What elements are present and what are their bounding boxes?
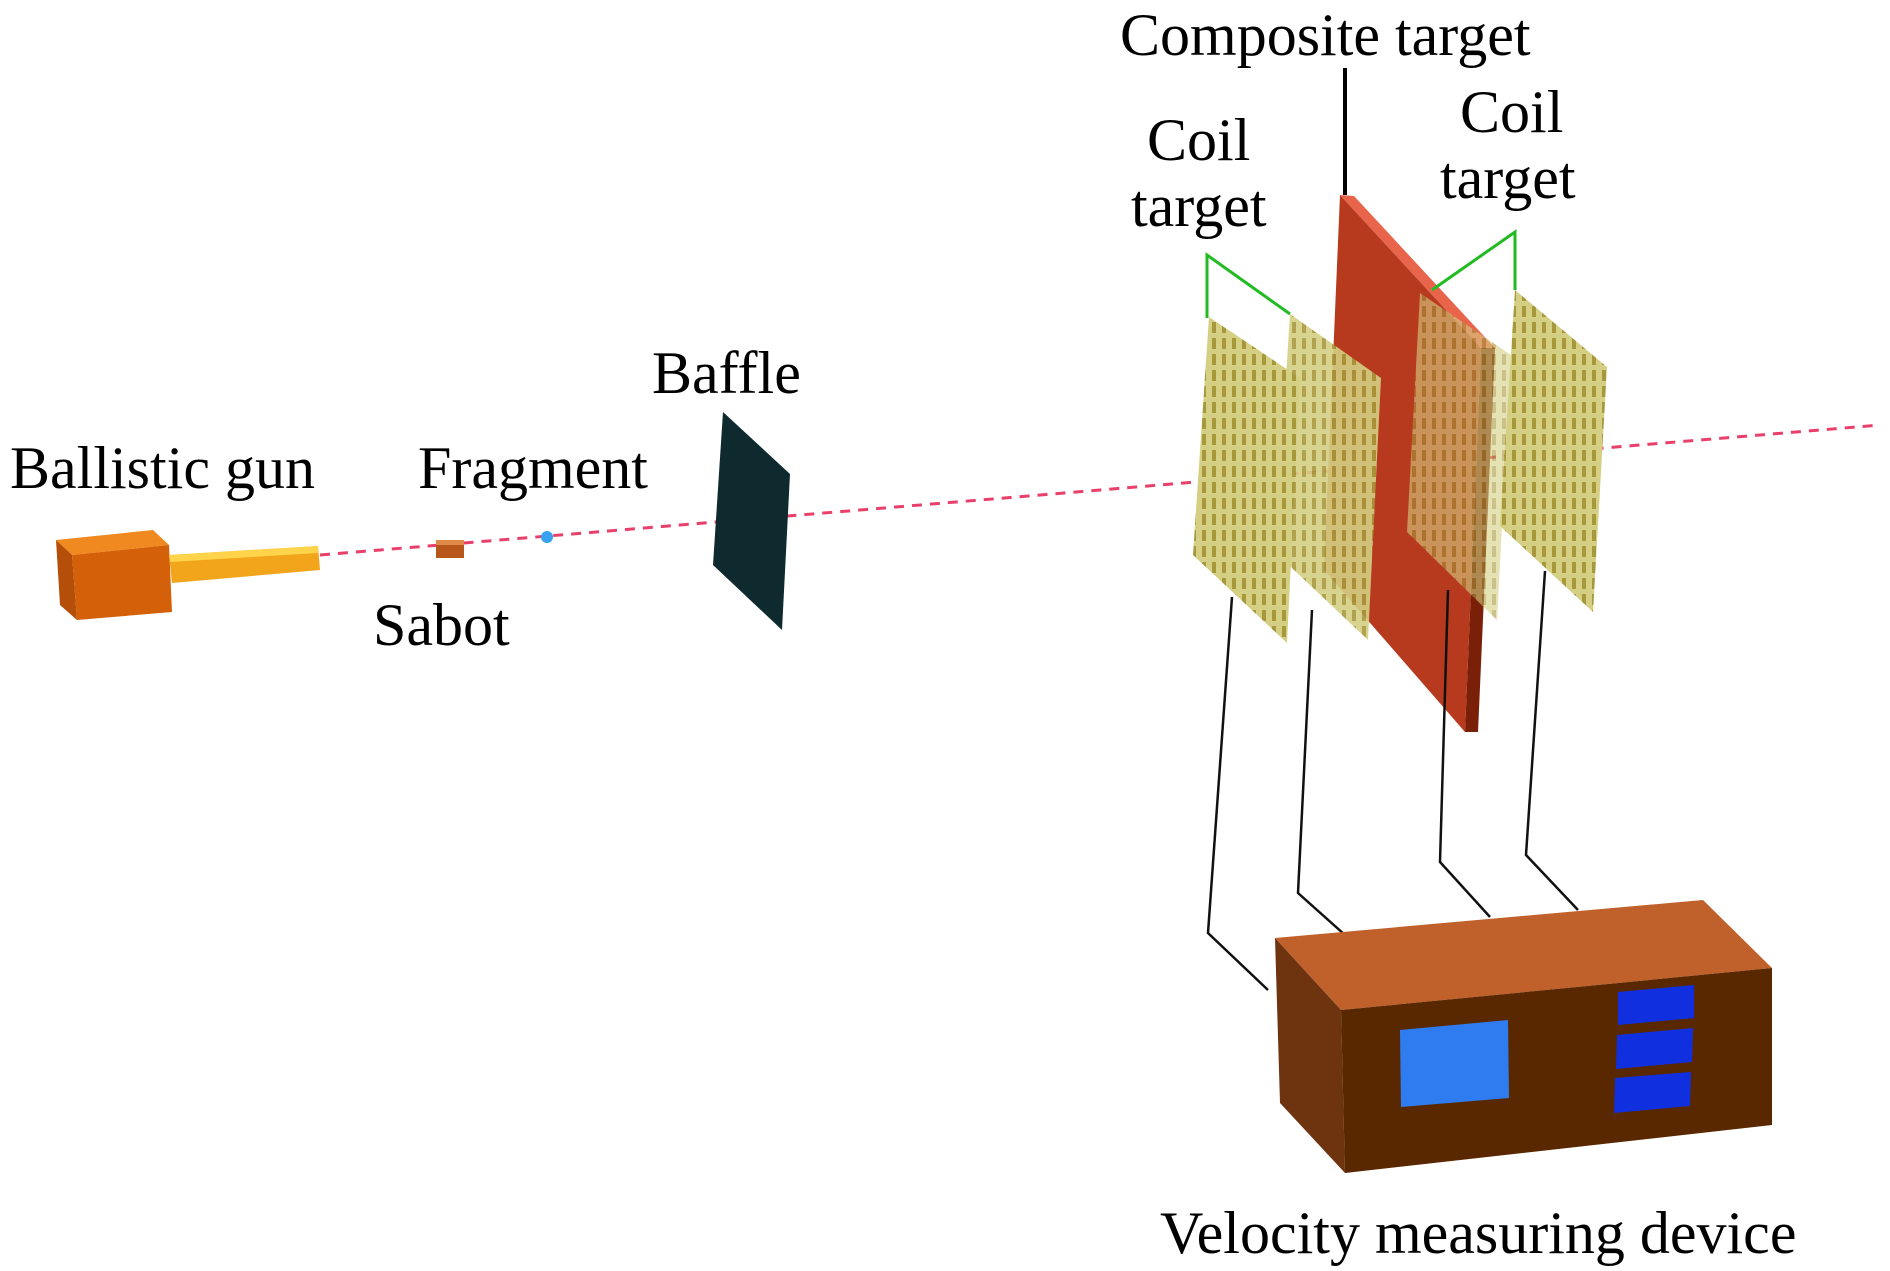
- gun-body-top: [56, 530, 169, 555]
- device-screen: [1400, 1020, 1509, 1107]
- label-velocity-measuring-device: Velocity measuring device: [1160, 1200, 1796, 1266]
- device-side: [1275, 938, 1345, 1173]
- fragment: [541, 531, 553, 543]
- gun-body-side: [72, 545, 172, 620]
- label-baffle: Baffle: [652, 340, 801, 406]
- coil-target-right-leader: [1431, 229, 1517, 292]
- gun-body-front: [56, 540, 77, 620]
- label-ballistic-gun: Ballistic gun: [10, 435, 315, 501]
- wire-1: [1206, 596, 1269, 991]
- coil-panel-1: [1193, 317, 1300, 643]
- baffle: [713, 412, 790, 630]
- wire-2: [1296, 609, 1346, 936]
- wire-4: [1524, 570, 1579, 911]
- label-fragment: Fragment: [418, 435, 648, 501]
- coil-panel-2: [1275, 314, 1381, 640]
- device-top: [1275, 900, 1772, 1010]
- coil-panel-3: [1407, 293, 1511, 620]
- device-button-1: [1618, 985, 1694, 1025]
- label-coil-target-right-line1: Coil: [1460, 79, 1563, 145]
- wire-3: [1438, 589, 1491, 918]
- gun-barrel-highlight: [169, 546, 318, 562]
- label-composite-target: Composite target: [1120, 2, 1531, 68]
- connection-wires: [1206, 570, 1579, 991]
- device-button-3: [1614, 1072, 1691, 1113]
- sabot: [436, 540, 464, 558]
- coil-panel-4: [1500, 290, 1607, 612]
- composite-target-edge: [1340, 195, 1495, 348]
- label-coil-target-right-line2: target: [1440, 145, 1576, 211]
- label-sabot: Sabot: [373, 592, 510, 658]
- trajectory-line: [319, 423, 1881, 557]
- velocity-measuring-device: [1275, 900, 1772, 1173]
- device-button-2: [1616, 1028, 1693, 1069]
- label-coil-target-left-line1: Coil: [1147, 107, 1250, 173]
- coil-target-left-leader: [1205, 252, 1291, 318]
- label-coil-target-left-line2: target: [1131, 173, 1267, 239]
- ballistic-gun: [56, 530, 320, 620]
